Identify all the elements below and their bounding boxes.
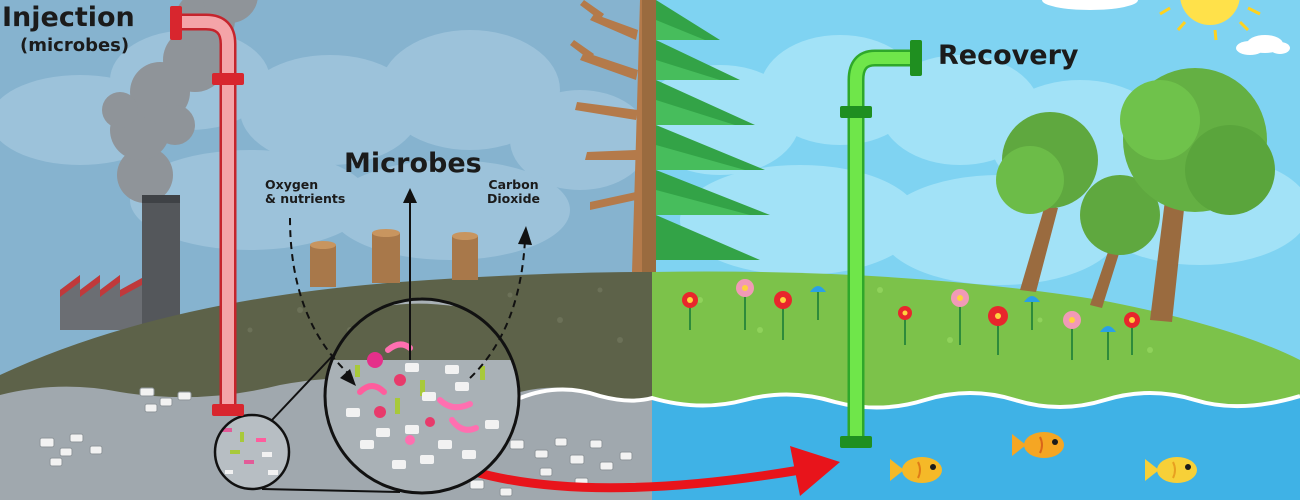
oxygen-label: Oxygen & nutrients	[265, 177, 346, 207]
flower-icon	[951, 289, 969, 345]
magnifier-circle-icon	[323, 297, 521, 495]
injection-pipe	[170, 6, 244, 416]
smokestack-icon	[60, 195, 180, 330]
microbes-arrow	[403, 188, 417, 360]
carbon-dioxide-label: Carbon Dioxide	[487, 177, 541, 207]
flower-icon	[810, 286, 826, 320]
injection-sub-label: (microbes)	[20, 35, 130, 56]
carbon-label-line1: Carbon	[488, 177, 539, 192]
oxygen-arrow	[289, 217, 356, 386]
leafy-tree-icon	[996, 68, 1275, 322]
water-wave-line	[519, 387, 1300, 410]
fish-icon	[1012, 432, 1064, 458]
flower-icon	[988, 306, 1008, 355]
sun-icon	[1159, 0, 1261, 41]
fish-icon	[1145, 457, 1197, 483]
tree-stump-icon	[310, 229, 478, 287]
flower-field	[682, 279, 1140, 360]
lens-connector-bottom	[261, 488, 401, 493]
flower-icon	[1063, 311, 1081, 360]
pine-tree-icon	[642, 0, 770, 272]
flower-icon	[898, 306, 912, 345]
injection-label: Injection	[2, 2, 135, 33]
microbes-label: Microbes	[344, 148, 482, 179]
flower-icon	[736, 279, 754, 330]
oxygen-label-line1: Oxygen	[265, 177, 319, 192]
fish-icon	[890, 457, 942, 483]
magnifier-circle-icon	[213, 413, 291, 491]
clean-water	[652, 393, 1300, 500]
cloud-icon	[1042, 0, 1290, 55]
rock-icon	[39, 387, 633, 497]
microbe-icon	[330, 303, 519, 469]
flower-icon	[1124, 312, 1140, 355]
carbon-dioxide-arrow	[469, 226, 532, 379]
ground-texture-clean	[697, 287, 1153, 353]
carbon-label-line2: Dioxide	[487, 191, 541, 207]
flower-icon	[1100, 326, 1116, 360]
oxygen-label-line2: & nutrients	[265, 191, 346, 207]
recovery-pipe	[840, 40, 922, 448]
lens-connector-top	[271, 349, 339, 421]
flower-icon	[682, 292, 698, 330]
flower-icon	[1024, 296, 1040, 330]
recovery-label: Recovery	[938, 40, 1079, 71]
flower-icon	[774, 291, 792, 340]
